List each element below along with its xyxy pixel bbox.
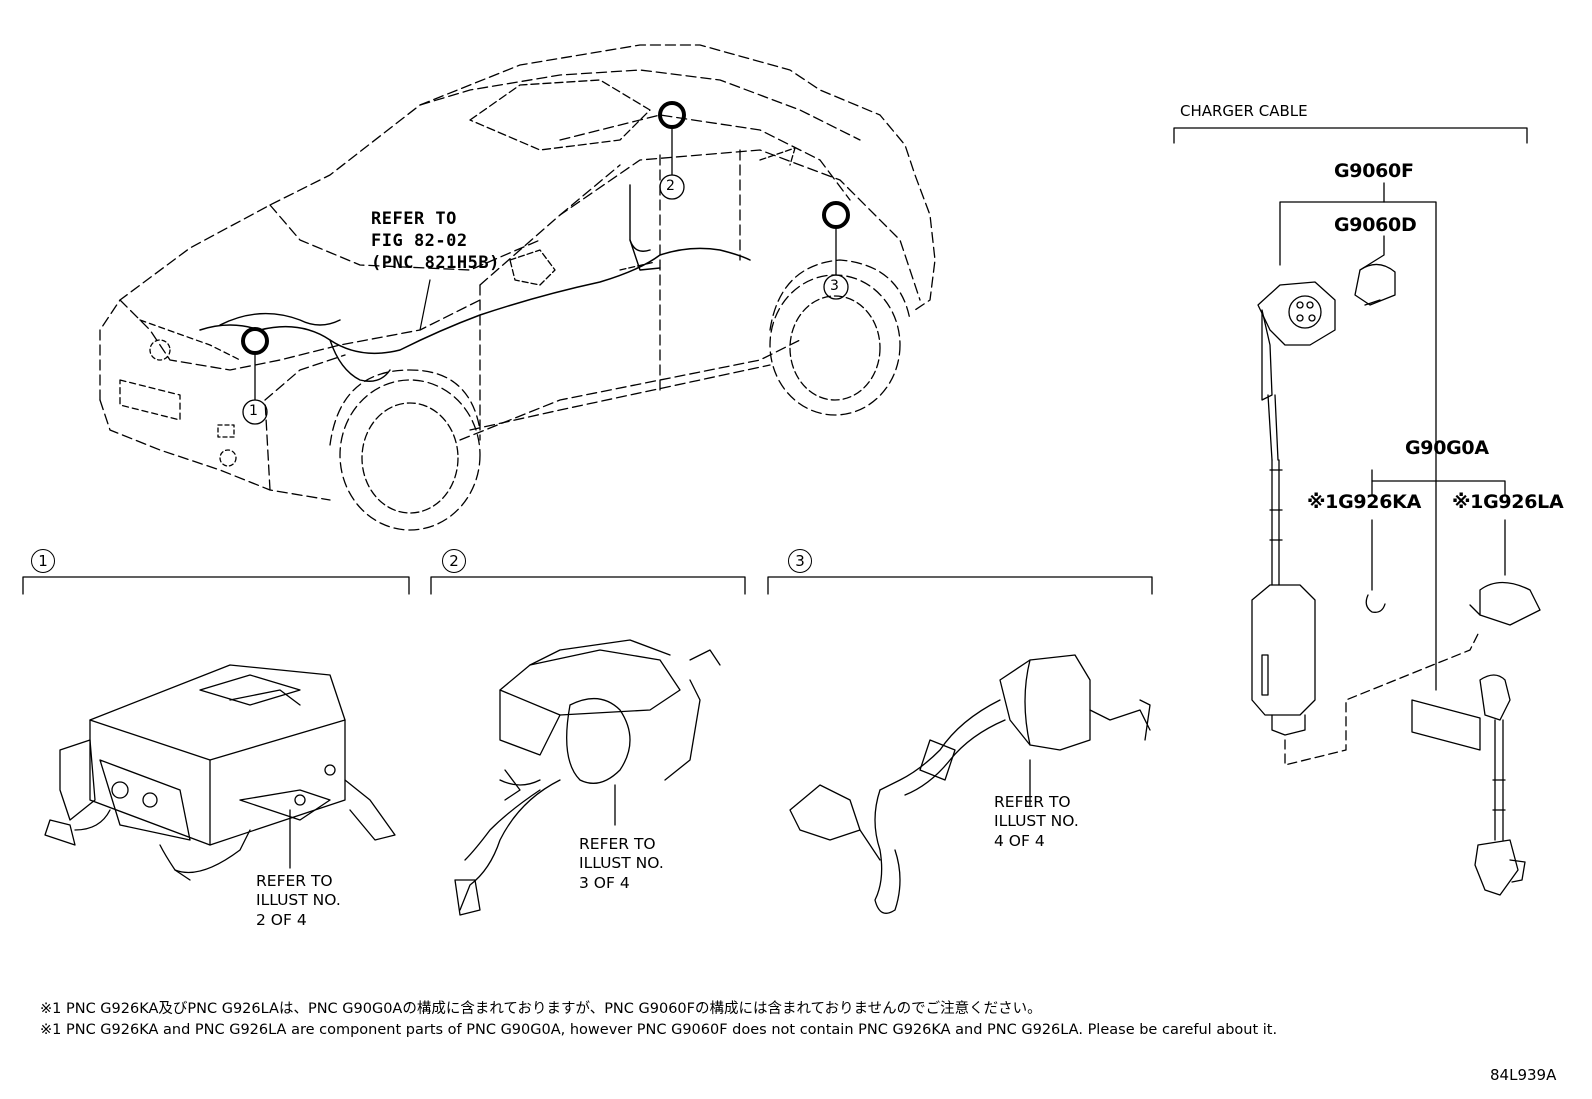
refer-fig-line-1: REFER TO	[371, 209, 457, 229]
section-3-refer-line-2: ILLUST NO.	[994, 812, 1079, 831]
section-1-refer-line-2: ILLUST NO.	[256, 891, 341, 910]
footnote-japanese: ※1 PNC G926KA及びPNC G926LAは、PNC G90G0Aの構成…	[40, 1001, 1042, 1017]
section-2-drawing	[454, 639, 721, 916]
vehicle-callout-2: 2	[666, 178, 675, 194]
section-1-drawing	[44, 664, 396, 881]
refer-fig-line-3: (PNC 821H5B)	[371, 253, 500, 273]
pnc-charger-cable: G9060F	[1334, 160, 1414, 182]
section-3-number: 3	[788, 549, 812, 573]
section-1-refer-line-1: REFER TO	[256, 872, 333, 890]
section-2-number: 2	[442, 549, 466, 573]
section-brackets	[22, 127, 1528, 595]
pnc-connector-cap: G9060D	[1334, 214, 1417, 236]
vehicle-callout-1: 1	[249, 403, 258, 419]
pnc-cable-assy: G90G0A	[1405, 437, 1489, 459]
section-3-refer-line-1: REFER TO	[994, 793, 1071, 811]
illustration-id: 84L939A	[1490, 1066, 1557, 1084]
section-1-number: 1	[31, 549, 55, 573]
section-2-refer-line-1: REFER TO	[579, 835, 656, 853]
charger-cable-drawing	[1251, 182, 1541, 896]
pnc-part-g926ka: ※1G926KA	[1307, 491, 1421, 513]
section-3-refer-note: REFER TO ILLUST NO. 4 OF 4	[994, 793, 1079, 851]
charger-cable-title: CHARGER CABLE	[1180, 102, 1308, 120]
vehicle-drawing	[99, 44, 936, 531]
section-3-drawing	[789, 654, 1151, 914]
section-2-refer-line-2: ILLUST NO.	[579, 854, 664, 873]
section-1-refer-line-3: 2 OF 4	[256, 910, 307, 929]
section-2-refer-line-3: 3 OF 4	[579, 873, 630, 892]
section-2-refer-note: REFER TO ILLUST NO. 3 OF 4	[579, 835, 664, 893]
section-3-refer-line-3: 4 OF 4	[994, 831, 1045, 850]
vehicle-callouts	[241, 101, 850, 425]
refer-fig-line-2: FIG 82-02	[371, 231, 468, 251]
footnote-english: ※1 PNC G926KA and PNC G926LA are compone…	[40, 1022, 1278, 1038]
pnc-part-g926la: ※1G926LA	[1452, 491, 1564, 513]
vehicle-callout-3: 3	[830, 278, 839, 294]
section-1-refer-note: REFER TO ILLUST NO. 2 OF 4	[256, 872, 341, 930]
